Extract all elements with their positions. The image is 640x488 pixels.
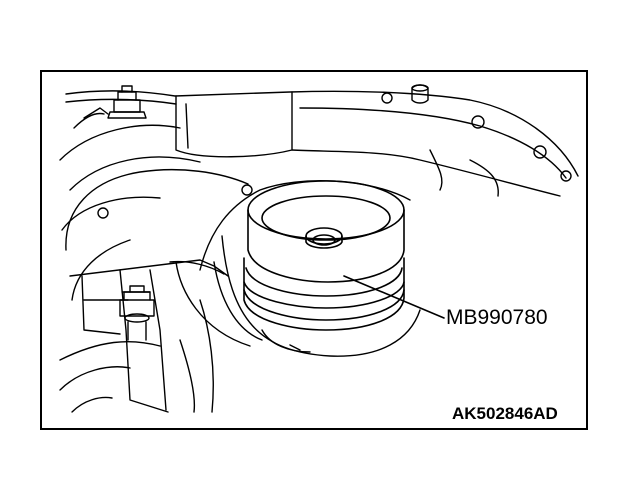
diagram-frame bbox=[40, 70, 588, 430]
figure-id: AK502846AD bbox=[452, 404, 558, 423]
callout-leader-line bbox=[343, 275, 445, 319]
case-housing bbox=[59, 84, 579, 301]
tool-callout-label: MB990780 bbox=[446, 306, 548, 329]
lower-bracket bbox=[59, 259, 229, 413]
special-tool-mb990780 bbox=[243, 180, 405, 331]
